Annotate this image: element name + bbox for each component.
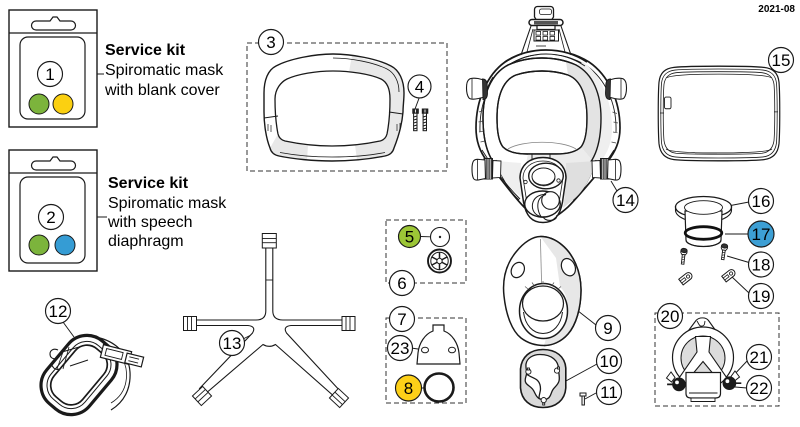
- svg-text:Spiromatic mask: Spiromatic mask: [108, 195, 227, 212]
- svg-text:diaphragm: diaphragm: [108, 233, 184, 250]
- svg-text:11: 11: [600, 383, 618, 402]
- svg-text:1: 1: [45, 65, 54, 84]
- svg-text:Service kit: Service kit: [108, 175, 189, 192]
- svg-text:12: 12: [49, 302, 68, 321]
- svg-text:5: 5: [405, 228, 414, 247]
- svg-text:20: 20: [661, 307, 680, 326]
- svg-text:10: 10: [600, 352, 619, 371]
- svg-text:6: 6: [397, 274, 406, 293]
- svg-text:15: 15: [772, 51, 791, 70]
- svg-text:3: 3: [266, 33, 275, 52]
- svg-text:2: 2: [46, 208, 55, 227]
- svg-text:8: 8: [404, 379, 413, 398]
- svg-text:with speech: with speech: [107, 214, 193, 231]
- svg-text:22: 22: [750, 379, 769, 398]
- svg-text:19: 19: [752, 287, 771, 306]
- svg-text:14: 14: [616, 191, 635, 210]
- svg-text:17: 17: [752, 225, 771, 244]
- svg-text:Spiromatic mask: Spiromatic mask: [105, 62, 224, 79]
- svg-text:2021-08: 2021-08: [758, 4, 795, 15]
- svg-text:with blank cover: with blank cover: [104, 82, 220, 99]
- svg-text:4: 4: [415, 77, 424, 96]
- svg-text:Service kit: Service kit: [105, 42, 186, 59]
- svg-text:7: 7: [397, 310, 406, 329]
- svg-text:13: 13: [223, 334, 242, 353]
- svg-text:18: 18: [752, 256, 771, 275]
- svg-text:9: 9: [603, 319, 612, 338]
- svg-text:16: 16: [752, 192, 771, 211]
- svg-text:23: 23: [391, 339, 410, 358]
- svg-text:21: 21: [750, 348, 769, 367]
